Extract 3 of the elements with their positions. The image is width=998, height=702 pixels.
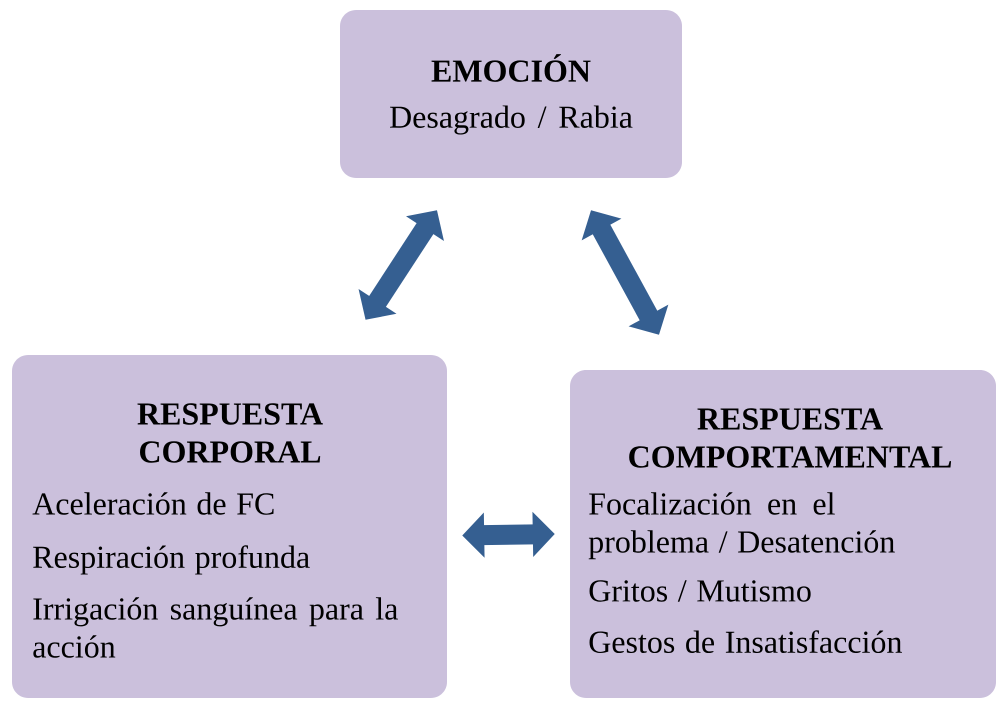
text-box: EMOCIÓN Desagrado / Rabia: [340, 10, 682, 178]
text-box: RESPUESTA COMPORTAMENTAL Focalización en el problema / Desatención Gritos / Mutismo Gestos de Insatisfacción: [570, 370, 996, 698]
text-box: RESPUESTA CORPORAL Aceleración de FC Respiración profunda Irrigación sanguínea para la acción: [12, 355, 447, 698]
